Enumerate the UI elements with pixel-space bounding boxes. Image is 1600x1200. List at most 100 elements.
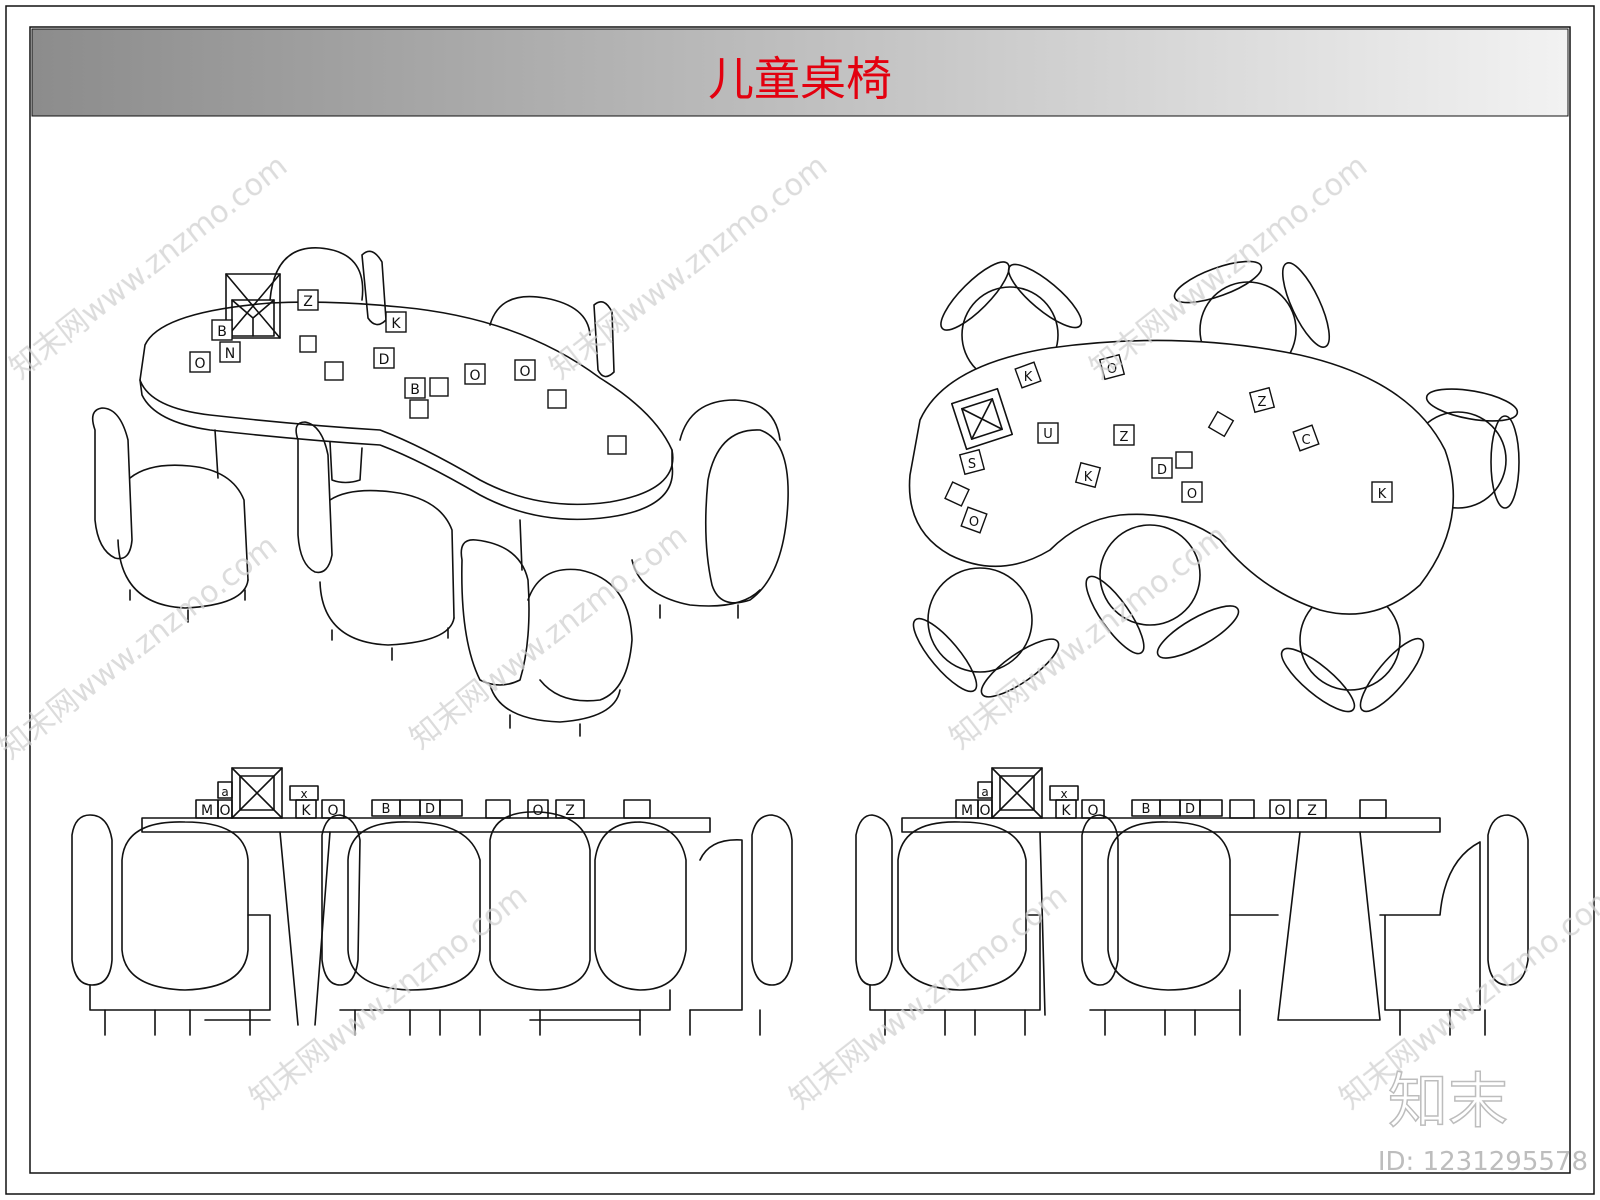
chair-right (631, 399, 789, 619)
gift-box-icon (991, 767, 1043, 819)
svg-text:a: a (221, 785, 228, 799)
alphabet-block-icon: K (1074, 461, 1102, 489)
plan-view (908, 260, 1520, 713)
svg-text:O: O (1107, 362, 1117, 377)
alphabet-block-icon: K (1014, 361, 1042, 389)
svg-text:O: O (969, 515, 979, 530)
watermark-text: 知末网www.znzmo.com (3, 148, 294, 386)
svg-text:Z: Z (303, 294, 313, 310)
alphabet-block-icon: O (514, 359, 536, 381)
alphabet-block-icon: O (464, 363, 486, 385)
alphabet-block-icon: O (189, 351, 211, 373)
svg-text:N: N (225, 346, 235, 362)
table-edge (139, 379, 674, 521)
alphabet-block-icon: O (960, 506, 988, 534)
svg-text:Z: Z (1307, 803, 1317, 819)
alphabet-block-icon (607, 435, 627, 455)
alphabet-block-icon: S (958, 448, 986, 476)
svg-text:Z: Z (565, 803, 575, 819)
alphabet-block-icon: D (373, 347, 395, 369)
svg-text:S: S (968, 457, 976, 472)
watermark-text: 知末网www.znzmo.com (0, 528, 284, 766)
svg-text:D: D (1157, 463, 1167, 478)
svg-text:D: D (1185, 802, 1195, 817)
gift-box-icon (225, 273, 281, 339)
svg-text:U: U (1043, 427, 1053, 442)
svg-text:K: K (1084, 470, 1093, 485)
svg-text:B: B (217, 324, 227, 340)
svg-text:a: a (981, 785, 988, 799)
svg-text:K: K (301, 803, 311, 819)
chair-back-1 (269, 247, 387, 326)
alphabet-block-icon (944, 481, 970, 507)
alphabet-block-icon: D (1151, 457, 1173, 479)
svg-text:O: O (979, 803, 990, 819)
alphabet-block-icon: C (1292, 424, 1320, 452)
svg-text:O: O (327, 803, 338, 819)
svg-text:O: O (1087, 803, 1098, 819)
svg-text:O: O (219, 803, 230, 819)
perspective-blocks: B N O Z K D B O O (189, 289, 627, 455)
svg-text:B: B (1142, 802, 1151, 817)
plan-table-top (908, 339, 1455, 615)
chair-front-right (460, 539, 633, 737)
svg-text:O: O (519, 364, 530, 380)
svg-text:x: x (300, 787, 307, 801)
svg-text:B: B (382, 802, 391, 817)
gift-box-icon (950, 387, 1014, 451)
svg-text:C: C (1301, 433, 1310, 448)
alphabet-block-icon (429, 377, 449, 397)
brand-id: ID: 1231295578 (1378, 1147, 1588, 1177)
svg-text:Z: Z (1120, 430, 1129, 445)
chair-front-left (91, 407, 249, 623)
svg-text:D: D (379, 352, 390, 368)
alphabet-block-icon: Z (1248, 386, 1276, 414)
alphabet-block-icon (324, 361, 344, 381)
svg-text:O: O (532, 803, 543, 819)
svg-text:x: x (1060, 787, 1067, 801)
svg-text:K: K (1378, 487, 1387, 502)
svg-text:B: B (410, 382, 420, 398)
title-bar (31, 28, 1569, 117)
alphabet-block-icon: K (1371, 481, 1393, 503)
front-blocks-right: M O a x K O B D O Z (961, 785, 1317, 819)
front-elevation-left (71, 767, 793, 1036)
svg-text:O: O (194, 356, 205, 372)
chair-front-middle (295, 421, 455, 661)
svg-text:K: K (1024, 370, 1033, 385)
front-elevation-right (855, 767, 1529, 1036)
plan-blocks: K U S O Z K D O Z K O C (944, 353, 1393, 534)
svg-text:M: M (961, 803, 973, 819)
svg-text:O: O (469, 368, 480, 384)
alphabet-block-icon: Z (1113, 424, 1135, 446)
alphabet-block-icon (299, 335, 317, 353)
alphabet-block-icon (547, 389, 567, 409)
alphabet-block-icon (1175, 451, 1193, 469)
svg-text:D: D (425, 802, 435, 817)
svg-text:M: M (201, 803, 213, 819)
perspective-view (91, 247, 789, 737)
inner-frame (29, 26, 1571, 1174)
outer-frame (5, 5, 1595, 1195)
svg-text:Z: Z (1258, 395, 1267, 410)
alphabet-block-icon: O (1098, 353, 1126, 381)
chair-back-2 (489, 295, 615, 378)
svg-text:O: O (1187, 487, 1197, 502)
front-blocks-left: M O a x K O B D O Z (201, 785, 575, 819)
alphabet-block-icon: Z (297, 289, 319, 311)
svg-text:K: K (391, 316, 401, 332)
gift-box-icon (231, 767, 283, 819)
page-title: 儿童桌椅 (708, 52, 892, 106)
alphabet-block-icon: N (219, 341, 241, 363)
brand-logo: 知末 (1388, 1067, 1508, 1137)
alphabet-block-icon (409, 399, 429, 419)
svg-text:K: K (1061, 803, 1071, 819)
alphabet-block-icon (1207, 410, 1235, 438)
watermark-text: 知末网www.znzmo.com (783, 878, 1074, 1116)
alphabet-block-icon: B (211, 319, 233, 341)
alphabet-block-icon: O (1181, 481, 1203, 503)
alphabet-block-icon: U (1037, 422, 1059, 444)
alphabet-block-icon: K (385, 311, 407, 333)
alphabet-block-icon: B (404, 377, 426, 399)
